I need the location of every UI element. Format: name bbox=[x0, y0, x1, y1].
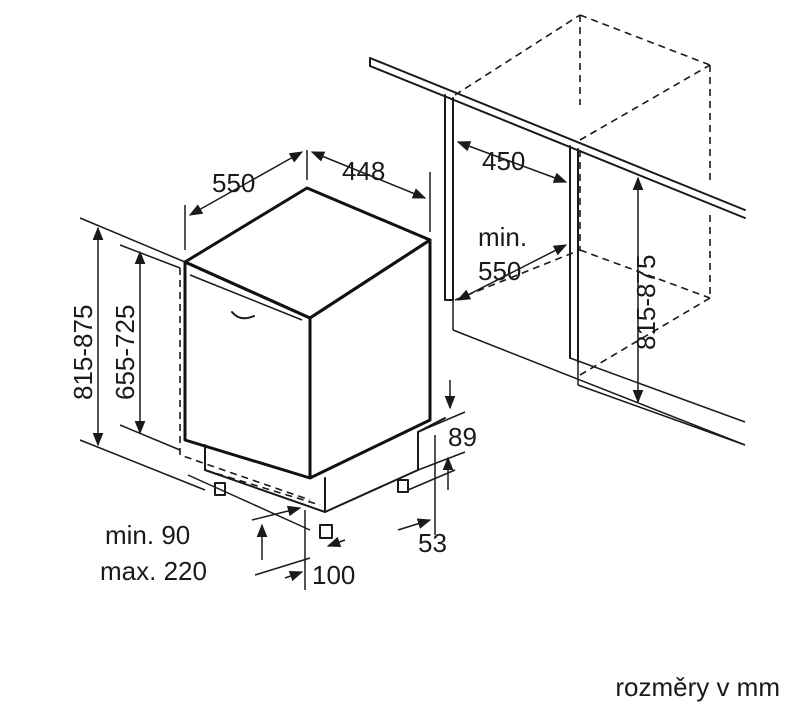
niche-depth-label: 550 bbox=[478, 256, 521, 286]
foot-setback-label: 100 bbox=[312, 560, 355, 590]
door-height-label: 655-725 bbox=[110, 305, 140, 400]
width-label: 448 bbox=[342, 156, 385, 186]
depth-label: 550 bbox=[212, 168, 255, 198]
niche-width-label: 450 bbox=[482, 146, 525, 176]
niche-min-label: min. bbox=[478, 222, 527, 252]
dishwasher-body bbox=[179, 186, 446, 539]
plinth-max-label: max. 220 bbox=[100, 556, 207, 586]
installation-niche bbox=[369, 14, 746, 446]
dimension-lines bbox=[79, 141, 644, 590]
total-height-label: 815-875 bbox=[68, 305, 98, 400]
plinth-min-label: min. 90 bbox=[105, 520, 190, 550]
plinth-top-label: 89 bbox=[448, 422, 477, 452]
niche-height-label: 815-875 bbox=[631, 255, 661, 350]
plinth-bottom-label: 53 bbox=[418, 528, 447, 558]
units-caption: rozměry v mm bbox=[615, 672, 780, 702]
